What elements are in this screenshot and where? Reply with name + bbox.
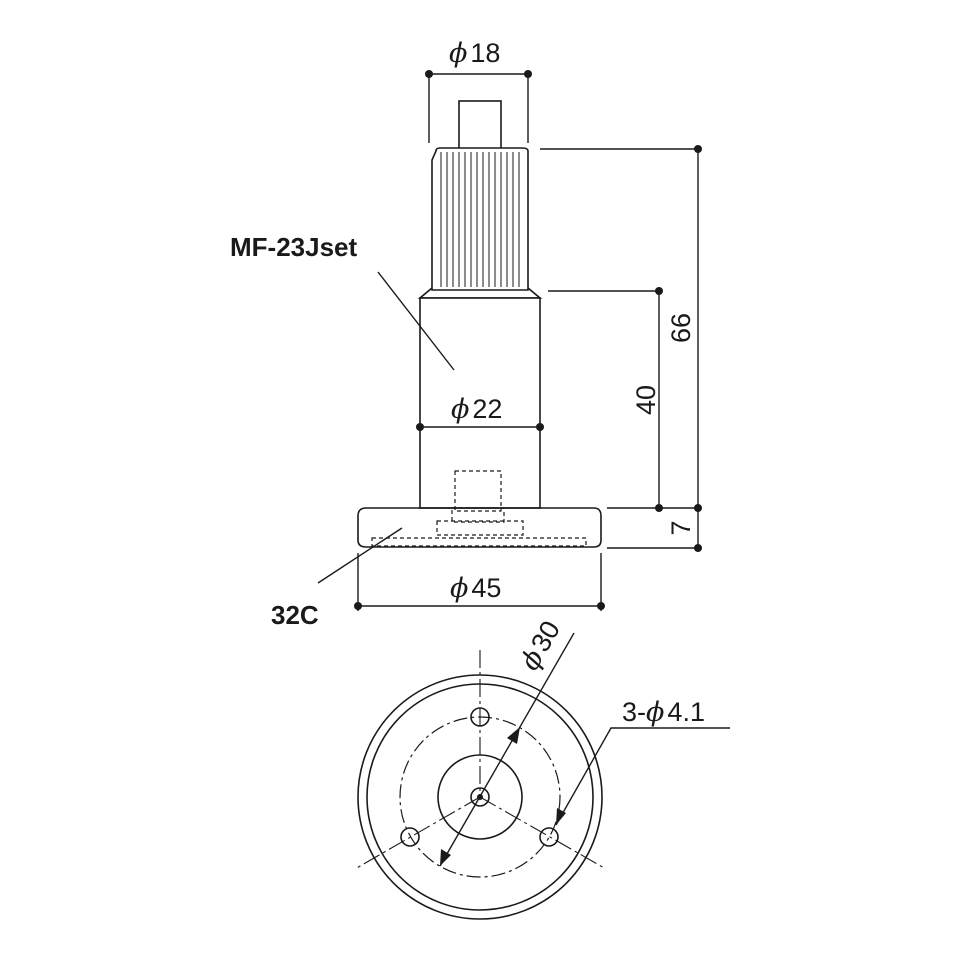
- side-view: [357, 100, 602, 548]
- center-lines: [354, 650, 607, 870]
- base-disk: [357, 507, 602, 548]
- dim-bolt-circle-diameter: ϕ30: [514, 616, 567, 676]
- plan-view: [354, 632, 730, 920]
- dim-body-height: 40: [631, 385, 661, 415]
- hole-leader: [555, 727, 730, 826]
- top-pin: [458, 100, 502, 150]
- dimension-terminators: [354, 70, 702, 866]
- part-label-32c: 32C: [271, 600, 319, 630]
- knurl-lines: [440, 152, 520, 287]
- part-labels: MF-23Jset 32C: [230, 232, 357, 630]
- part-label-mf23jset: MF-23Jset: [230, 232, 357, 262]
- mount-hole-right: [539, 827, 559, 847]
- dimension-lines: [317, 73, 699, 611]
- knurled-knob: [431, 147, 529, 291]
- cylinder-body: [419, 297, 541, 509]
- dim-overall-height: 66: [666, 313, 696, 343]
- mount-hole-left: [400, 827, 420, 847]
- dim-base-height: 7: [666, 520, 696, 535]
- hidden-stud: [371, 470, 587, 547]
- bolt-circle-dimension-line: [439, 632, 575, 867]
